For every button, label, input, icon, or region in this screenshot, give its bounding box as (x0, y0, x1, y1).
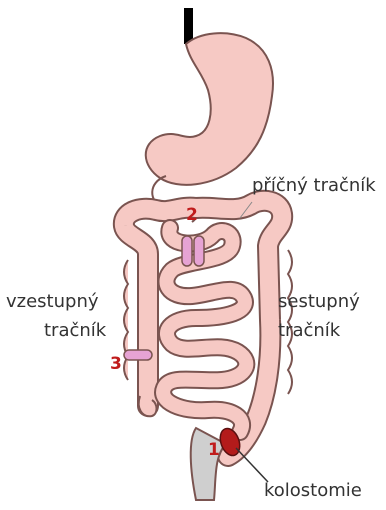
marker-2: 2 (186, 205, 198, 225)
ascending-clamp (124, 350, 152, 360)
label-descending-colon-line1: sestupný (278, 291, 360, 313)
colostomy-leader (236, 448, 268, 482)
label-ascending-colon-line1: vzestupný (6, 291, 99, 313)
ascending-colon-haustra (124, 260, 128, 380)
label-ascending-colon-line2: tračník (44, 320, 106, 342)
marker-1: 1 (208, 440, 220, 460)
label-colostomy: kolostomie (264, 480, 362, 502)
marker-3: 3 (110, 354, 122, 374)
label-transverse-colon: příčný tračník (252, 175, 376, 197)
stomach (146, 33, 273, 185)
esophagus (184, 8, 193, 44)
label-descending-colon-line2: tračník (278, 320, 340, 342)
